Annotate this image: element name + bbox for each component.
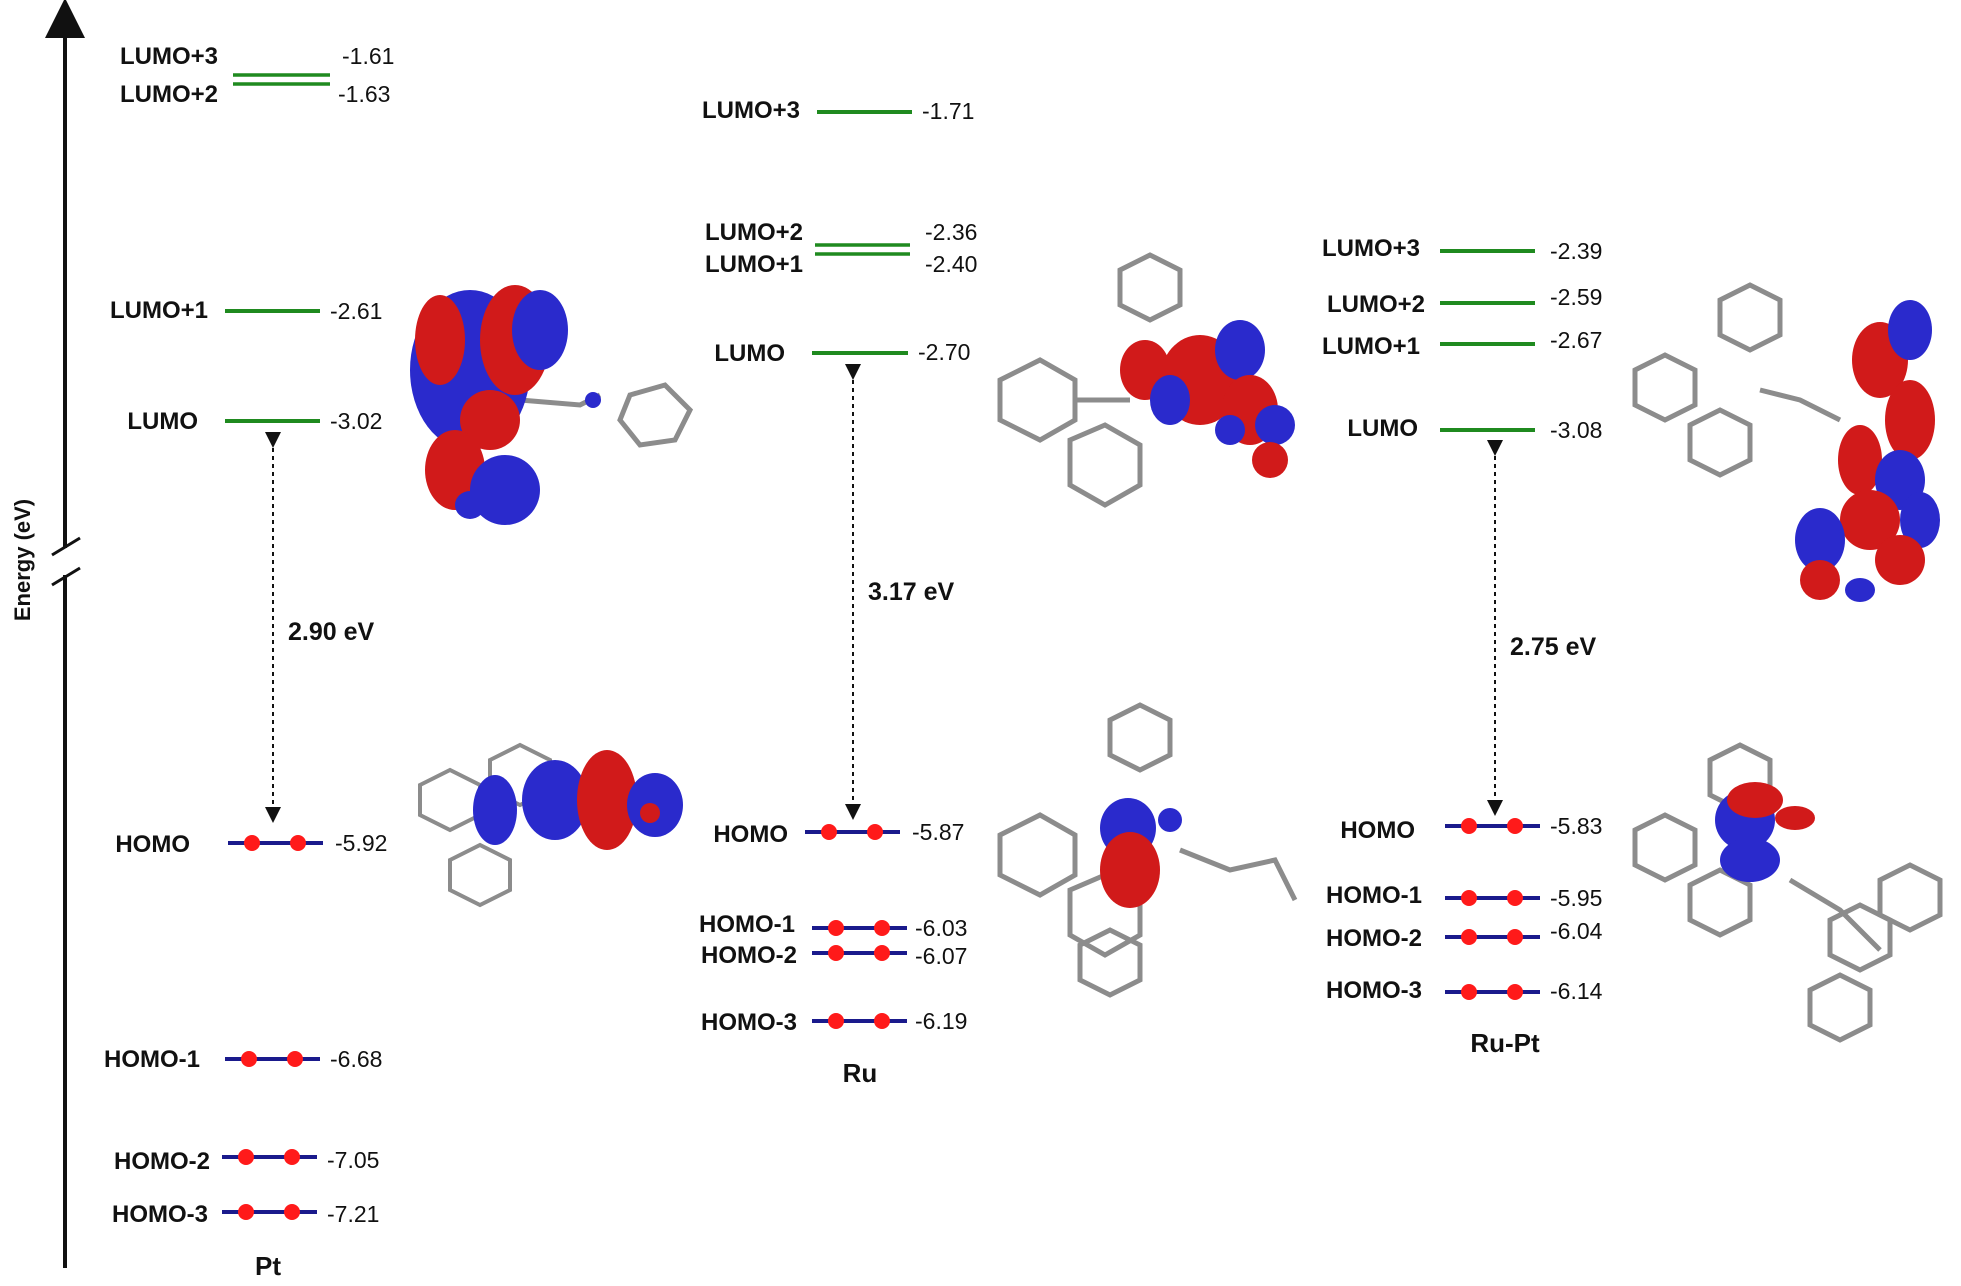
level-value: -6.19 bbox=[915, 1008, 967, 1034]
electron bbox=[828, 945, 844, 961]
level-value: -6.68 bbox=[330, 1046, 382, 1072]
electron bbox=[821, 824, 837, 840]
level-label: LUMO bbox=[714, 340, 785, 367]
complex-name: Pt bbox=[255, 1251, 281, 1281]
axis-break-mark-upper bbox=[51, 536, 81, 557]
level-label: LUMO+3 bbox=[120, 43, 218, 70]
level-label: LUMO+3 bbox=[1322, 235, 1420, 262]
level-value: -6.04 bbox=[1550, 918, 1603, 944]
electron bbox=[284, 1204, 300, 1220]
level-label: LUMO+1 bbox=[1322, 333, 1420, 360]
level-label: LUMO+2 bbox=[705, 219, 803, 246]
electron bbox=[290, 835, 306, 851]
electron bbox=[238, 1149, 254, 1165]
gap-label: 2.75 eV bbox=[1510, 633, 1597, 661]
orbital-image-pt-homo bbox=[418, 742, 683, 908]
level-value: -3.08 bbox=[1550, 417, 1602, 443]
electron bbox=[1507, 984, 1523, 1000]
axis-break-mark-lower bbox=[51, 566, 81, 587]
electron bbox=[238, 1204, 254, 1220]
electron bbox=[874, 920, 890, 936]
electron bbox=[1461, 890, 1477, 906]
level-value: -2.70 bbox=[918, 339, 970, 365]
level-value: -6.03 bbox=[915, 915, 967, 941]
level-value: -1.61 bbox=[342, 43, 394, 69]
level-value: -5.83 bbox=[1550, 813, 1602, 839]
level-label: HOMO-3 bbox=[701, 1009, 797, 1036]
level-value: -1.71 bbox=[922, 98, 974, 124]
level-value: -1.63 bbox=[338, 81, 390, 107]
electron bbox=[828, 920, 844, 936]
level-label: HOMO bbox=[115, 831, 190, 858]
electron bbox=[1461, 818, 1477, 834]
electron bbox=[241, 1051, 257, 1067]
orbital-image-ru-homo bbox=[997, 702, 1298, 998]
level-label: LUMO+1 bbox=[705, 251, 803, 278]
level-value: -7.21 bbox=[327, 1201, 379, 1227]
level-value: -7.05 bbox=[327, 1147, 379, 1173]
electron bbox=[1507, 890, 1523, 906]
level-label: HOMO-2 bbox=[1326, 925, 1422, 952]
level-value: -2.39 bbox=[1550, 238, 1602, 264]
level-label: HOMO-3 bbox=[1326, 977, 1422, 1004]
electron bbox=[1507, 929, 1523, 945]
complex-pt: LUMO+3 LUMO+2 -1.61 -1.63 LUMO+1 -2.61 L… bbox=[104, 43, 394, 1281]
level-value: -5.95 bbox=[1550, 885, 1602, 911]
orbital-image-rupt-lumo bbox=[1632, 282, 1940, 602]
level-value: -6.14 bbox=[1550, 978, 1603, 1004]
level-label: LUMO bbox=[127, 408, 198, 435]
gap-label: 3.17 eV bbox=[868, 578, 955, 606]
energy-axis: Energy (eV) bbox=[10, 0, 85, 1268]
gap-label: 2.90 eV bbox=[288, 618, 375, 646]
level-label: HOMO bbox=[1340, 817, 1415, 844]
electron bbox=[244, 835, 260, 851]
electron bbox=[1461, 984, 1477, 1000]
complex-ru-pt: LUMO+3 -2.39 LUMO+2 -2.59 LUMO+1 -2.67 L… bbox=[1322, 235, 1603, 1058]
level-value: -2.59 bbox=[1550, 284, 1602, 310]
complex-name: Ru-Pt bbox=[1470, 1028, 1540, 1058]
electron bbox=[287, 1051, 303, 1067]
electron bbox=[828, 1013, 844, 1029]
level-label: HOMO-3 bbox=[112, 1201, 208, 1228]
level-label: LUMO+2 bbox=[120, 81, 218, 108]
electron bbox=[1507, 818, 1523, 834]
level-value: -6.07 bbox=[915, 943, 967, 969]
orbital-image-ru-lumo bbox=[997, 252, 1295, 508]
level-label: LUMO+1 bbox=[110, 297, 208, 324]
level-label: HOMO-2 bbox=[701, 942, 797, 969]
level-value: -3.02 bbox=[330, 408, 382, 434]
level-label: HOMO-2 bbox=[114, 1148, 210, 1175]
level-label: LUMO+2 bbox=[1327, 291, 1425, 318]
electron bbox=[867, 824, 883, 840]
electron bbox=[874, 945, 890, 961]
orbital-image-rupt-homo bbox=[1632, 742, 1943, 1043]
level-label: HOMO bbox=[713, 821, 788, 848]
level-label: HOMO-1 bbox=[104, 1046, 200, 1073]
level-value: -2.61 bbox=[330, 298, 382, 324]
level-label: LUMO bbox=[1347, 415, 1418, 442]
axis-label: Energy (eV) bbox=[10, 499, 35, 621]
electron bbox=[1461, 929, 1477, 945]
level-label: LUMO+3 bbox=[702, 97, 800, 124]
orbital-image-pt-lumo bbox=[410, 285, 694, 525]
electron bbox=[284, 1149, 300, 1165]
level-value: -5.87 bbox=[912, 819, 964, 845]
level-value: -2.67 bbox=[1550, 327, 1602, 353]
complex-ru: LUMO+3 -1.71 LUMO+2 LUMO+1 -2.36 -2.40 L… bbox=[699, 97, 977, 1088]
level-label: HOMO-1 bbox=[699, 911, 795, 938]
level-value: -2.36 bbox=[925, 219, 977, 245]
level-value: -5.92 bbox=[335, 830, 387, 856]
level-label: HOMO-1 bbox=[1326, 882, 1422, 909]
complex-name: Ru bbox=[843, 1058, 878, 1088]
electron bbox=[874, 1013, 890, 1029]
level-value: -2.40 bbox=[925, 251, 977, 277]
